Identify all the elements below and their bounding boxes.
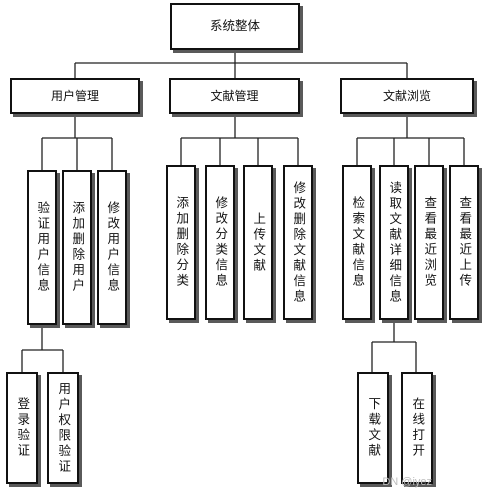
node-view-recent-upload: 查看最近上传 xyxy=(449,165,479,320)
node-verify-user-info: 验证用户信息 xyxy=(27,170,57,325)
node-add-delete-user: 添加删除用户 xyxy=(62,170,92,325)
node-download-document: 下载文献 xyxy=(357,372,389,484)
node-user-permission-verify: 用户权限验证 xyxy=(47,372,79,484)
node-upload-document: 上传文献 xyxy=(243,165,273,320)
node-modify-delete-document-info: 修改删除文献信息 xyxy=(283,165,313,320)
node-root: 系统整体 xyxy=(170,3,300,50)
node-modify-category-info: 修改分类信息 xyxy=(205,165,235,320)
watermark: DN @iyez xyxy=(382,476,432,488)
node-login-verify: 登录验证 xyxy=(6,372,38,484)
node-online-open: 在线打开 xyxy=(401,372,433,484)
node-read-document-detail: 读取文献详细信息 xyxy=(379,165,409,320)
node-search-document-info: 检索文献信息 xyxy=(342,165,372,320)
node-document-browse: 文献浏览 xyxy=(340,78,474,114)
node-document-management: 文献管理 xyxy=(169,78,300,114)
node-add-delete-category: 添加删除分类 xyxy=(166,165,196,320)
node-modify-user-info: 修改用户信息 xyxy=(97,170,127,325)
node-view-recent-browse: 查看最近浏览 xyxy=(414,165,444,320)
node-user-management: 用户管理 xyxy=(10,78,140,114)
